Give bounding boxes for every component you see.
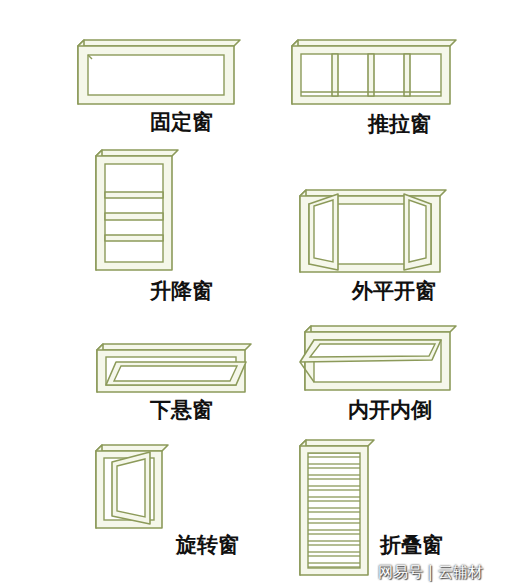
fixed-window bbox=[78, 40, 240, 104]
tilt-turn-window bbox=[300, 326, 456, 390]
window-type-label: 推拉窗 bbox=[368, 112, 431, 136]
pivot-window bbox=[96, 445, 168, 528]
window-type-label: 旋转窗 bbox=[176, 533, 239, 557]
bottom-hung-window bbox=[97, 344, 251, 392]
window-type-label: 外平开窗 bbox=[352, 279, 436, 303]
window-type-label: 折叠窗 bbox=[380, 533, 443, 557]
window-type-label: 升降窗 bbox=[150, 279, 213, 303]
louver-window bbox=[300, 440, 374, 575]
watermark: 网易号 | 云辅材 bbox=[378, 563, 483, 581]
sliding-window bbox=[292, 40, 456, 104]
hung-window bbox=[96, 150, 178, 270]
window-type-label: 下悬窗 bbox=[150, 398, 213, 422]
casement-window bbox=[300, 190, 446, 272]
window-type-label: 固定窗 bbox=[150, 110, 213, 134]
window-type-label: 内开内倒 bbox=[348, 398, 432, 422]
